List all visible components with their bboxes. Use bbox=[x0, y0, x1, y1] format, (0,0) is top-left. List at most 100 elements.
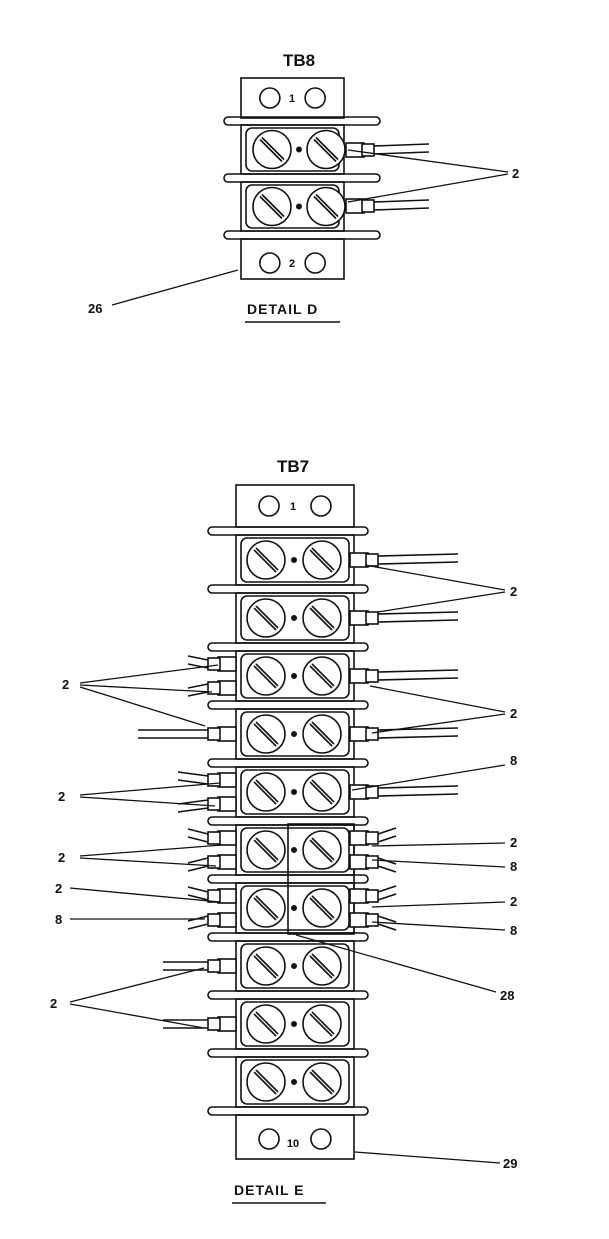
screw-slot bbox=[311, 663, 335, 687]
screw-slot bbox=[253, 549, 277, 573]
lug-sleeve bbox=[207, 1017, 221, 1031]
wire-lug-icon bbox=[187, 828, 237, 846]
screw-terminal-icon bbox=[246, 830, 286, 870]
tb7-callout-label: 8 bbox=[55, 912, 62, 927]
screw-slot bbox=[311, 779, 335, 803]
screw-terminal-icon bbox=[246, 888, 286, 928]
screw-slot bbox=[255, 663, 279, 687]
lug-sleeve bbox=[365, 669, 379, 683]
screw-slot bbox=[309, 1013, 333, 1037]
wire-lug-icon bbox=[349, 854, 397, 873]
separator-bar bbox=[207, 990, 369, 1000]
screw-terminal-icon bbox=[302, 1062, 342, 1102]
wire-edge bbox=[177, 779, 209, 785]
tb8-callout-26-label: 26 bbox=[88, 301, 102, 316]
center-dot bbox=[290, 556, 297, 563]
screw-terminal-icon bbox=[302, 1004, 342, 1044]
screw-slot bbox=[255, 837, 279, 861]
screw-terminal-icon bbox=[252, 129, 292, 170]
separator-bar bbox=[207, 758, 369, 768]
mounting-hole-icon bbox=[310, 495, 332, 517]
screw-slot bbox=[253, 781, 277, 805]
wire-edge bbox=[377, 611, 459, 615]
tb7-callout-label: 29 bbox=[503, 1156, 517, 1171]
wire-lug-icon bbox=[187, 854, 237, 872]
screw-slot bbox=[311, 605, 335, 629]
terminal-recess bbox=[240, 711, 350, 757]
tb7-callout-label: 2 bbox=[62, 677, 69, 692]
tb7-callout-label: 28 bbox=[500, 988, 514, 1003]
wire-lug-icon bbox=[187, 912, 237, 930]
screw-slot bbox=[311, 547, 335, 571]
mounting-hole-icon bbox=[310, 1128, 332, 1150]
tb7-board bbox=[138, 484, 459, 1160]
wire-lug-icon bbox=[349, 726, 459, 742]
wire-edge bbox=[373, 151, 430, 155]
separator-bar bbox=[207, 1048, 369, 1058]
tb7-callout-right-8-b: 8 bbox=[371, 859, 517, 874]
lug-sleeve bbox=[365, 855, 379, 869]
tb7-callout-left-2-d: 2 bbox=[55, 881, 221, 903]
screw-head bbox=[302, 714, 342, 754]
end-plate bbox=[240, 238, 345, 280]
wire-edge bbox=[187, 865, 209, 872]
screw-head bbox=[246, 1004, 286, 1044]
tb7-callout-left-2-a: 2 bbox=[62, 664, 219, 727]
screw-terminal-icon bbox=[306, 129, 346, 170]
screw-slot bbox=[255, 721, 279, 745]
wire-lug-icon bbox=[163, 1016, 237, 1032]
wire-edge bbox=[187, 691, 209, 697]
terminal-recess bbox=[240, 1059, 350, 1105]
wire-edge bbox=[187, 923, 209, 930]
screw-slot bbox=[309, 897, 333, 921]
screw-terminal-icon bbox=[246, 946, 286, 986]
wire-lug-icon bbox=[349, 827, 397, 846]
tb7-callout-left-2-e: 2 bbox=[50, 967, 205, 1029]
screw-slot bbox=[313, 195, 337, 220]
screw-slot bbox=[309, 839, 333, 863]
screw-terminal-icon bbox=[302, 656, 342, 696]
screw-slot bbox=[253, 1071, 277, 1095]
wire-edge bbox=[377, 669, 459, 673]
lug-sleeve bbox=[365, 611, 379, 625]
screw-slot bbox=[313, 138, 337, 163]
screw-slot bbox=[253, 897, 277, 921]
wire-edge bbox=[177, 807, 209, 813]
separator-bar bbox=[223, 173, 381, 183]
screw-slot bbox=[315, 136, 339, 161]
lug-sleeve bbox=[207, 681, 221, 695]
center-dot bbox=[290, 1020, 297, 1027]
separator-bar bbox=[223, 230, 381, 240]
wire-edge bbox=[377, 553, 459, 557]
center-dot bbox=[290, 904, 297, 911]
center-dot bbox=[295, 203, 302, 210]
tb7-end-number-top: 1 bbox=[290, 501, 296, 513]
screw-terminal-icon bbox=[246, 772, 286, 812]
screw-head bbox=[302, 540, 342, 580]
wire-edge bbox=[377, 727, 459, 731]
screw-head bbox=[302, 830, 342, 870]
tb7-callout-left-8: 8 bbox=[55, 912, 205, 927]
lug-sleeve bbox=[207, 889, 221, 903]
screw-head bbox=[302, 598, 342, 638]
lug-sleeve bbox=[365, 727, 379, 741]
screw-slot bbox=[309, 723, 333, 747]
tb7-end-number-bottom: 10 bbox=[287, 1138, 299, 1150]
screw-slot bbox=[253, 723, 277, 747]
detail-e: TB7 1 10 2 2 2 8 2 bbox=[50, 457, 517, 1204]
detail-d-caption: DETAIL D bbox=[247, 301, 318, 317]
tb7-callout-label: 2 bbox=[58, 850, 65, 865]
separator-bar bbox=[207, 584, 369, 594]
mounting-hole-icon bbox=[304, 252, 326, 274]
tb7-callout-label: 2 bbox=[510, 706, 517, 721]
screw-slot bbox=[253, 665, 277, 689]
terminal-recess bbox=[240, 1001, 350, 1047]
screw-slot bbox=[315, 193, 339, 218]
screw-terminal-icon bbox=[246, 540, 286, 580]
lug-sleeve bbox=[207, 797, 221, 811]
wire-lug-icon bbox=[349, 885, 397, 904]
wire-edge bbox=[377, 735, 459, 739]
tb7-callout-right-2-d: 2 bbox=[371, 894, 517, 909]
center-dot bbox=[290, 1079, 297, 1086]
screw-slot bbox=[255, 779, 279, 803]
